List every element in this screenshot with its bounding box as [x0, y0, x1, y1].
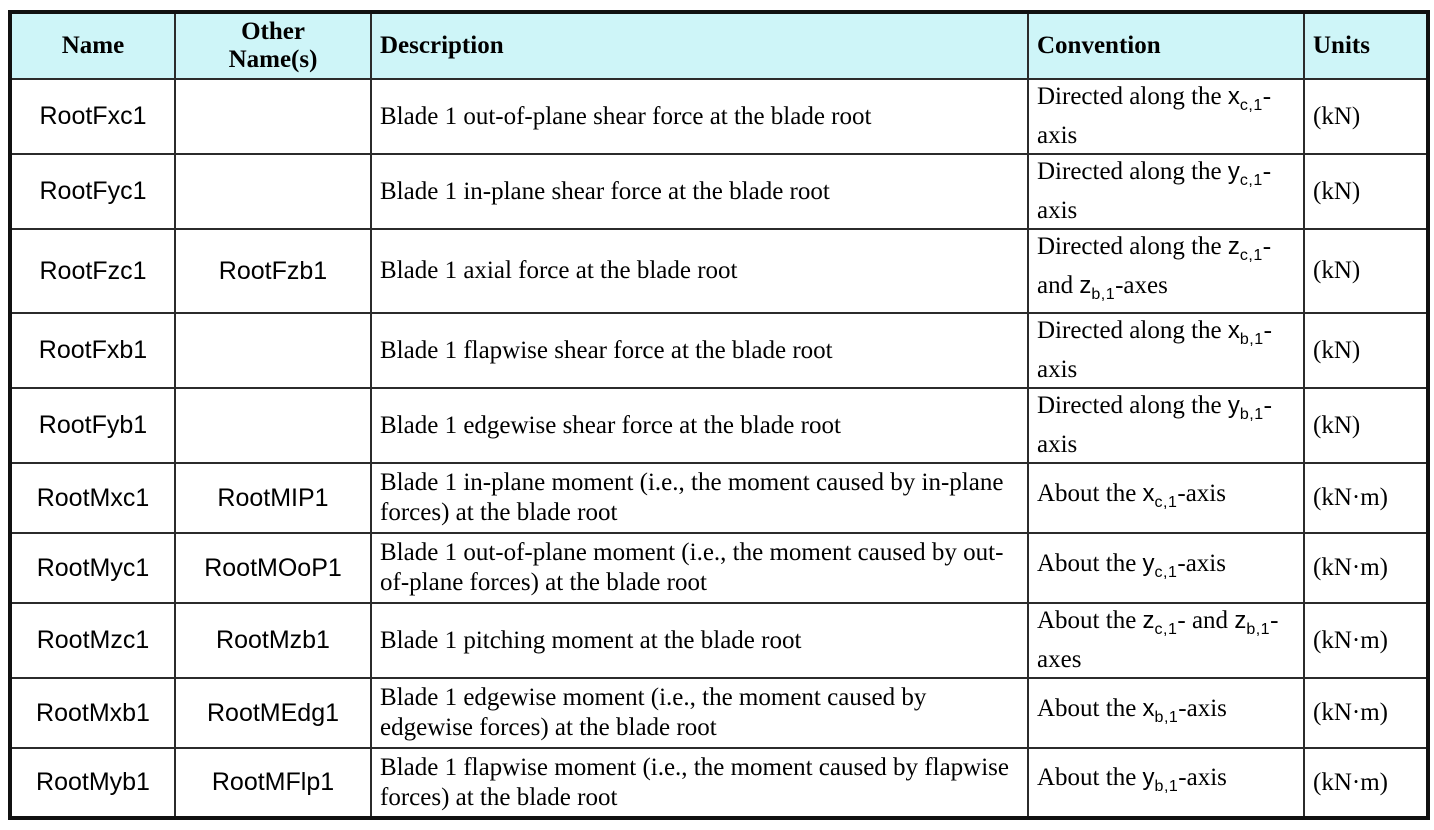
description-cell: Blade 1 axial force at the blade root [370, 228, 1029, 314]
units-cell: (kN) [1303, 312, 1429, 389]
description-cell: Blade 1 pitching moment at the blade roo… [370, 602, 1029, 679]
axis-subscript: c,1 [1239, 97, 1263, 114]
axis-symbol: xb,1 [1227, 317, 1264, 348]
axis-symbol: yc,1 [1227, 158, 1263, 189]
axis-subscript: b,1 [1091, 286, 1116, 303]
units-cell: (kN) [1303, 387, 1429, 464]
axis-subscript: b,1 [1239, 406, 1264, 423]
description-cell: Blade 1 out-of-plane moment (i.e., the m… [370, 532, 1029, 604]
units-cell: (kN·m) [1303, 602, 1429, 679]
header-row: Name Other Name(s) Description Conventio… [9, 11, 1429, 80]
axis-symbol: xc,1 [1142, 479, 1178, 511]
description-cell: Blade 1 out-of-plane shear force at the … [370, 78, 1029, 155]
units-cell: (kN·m) [1303, 747, 1429, 819]
other-names-cell: RootMEdg1 [174, 677, 372, 749]
units-cell: (kN) [1303, 78, 1429, 155]
axis-symbol: zc,1 [1142, 607, 1178, 638]
name-cell: RootMxb1 [9, 677, 176, 749]
axis-symbol: zc,1 [1227, 233, 1263, 264]
name-cell: RootMxc1 [9, 462, 176, 534]
other-names-cell [174, 153, 372, 230]
units-cell: (kN) [1303, 228, 1429, 314]
table-body: RootFxc1 Blade 1 out-of-plane shear force… [9, 78, 1429, 819]
axis-subscript: c,1 [1154, 621, 1178, 638]
table-row: RootFxc1 Blade 1 out-of-plane shear force… [9, 78, 1429, 155]
axis-symbol: yc,1 [1142, 549, 1178, 581]
axis-subscript: c,1 [1239, 247, 1263, 264]
other-names-cell [174, 387, 372, 464]
axis-subscript: b,1 [1239, 331, 1264, 348]
table-row: RootFyc1 Blade 1 in-plane shear force at … [9, 153, 1429, 230]
table-row: RootFxb1 Blade 1 flapwise shear force at … [9, 312, 1429, 389]
axis-symbol: zb,1 [1234, 607, 1271, 638]
description-cell: Blade 1 flapwise shear force at the blad… [370, 312, 1029, 389]
other-names-cell [174, 78, 372, 155]
units-cell: (kN) [1303, 153, 1429, 230]
axis-symbol: yb,1 [1227, 392, 1264, 423]
convention-cell: About the zc,1- and zb,1-axes [1027, 602, 1305, 679]
other-names-cell: RootMIP1 [174, 462, 372, 534]
name-cell: RootFyb1 [9, 387, 176, 464]
convention-cell: About the xc,1-axis [1027, 462, 1305, 534]
convention-cell: About the yc,1-axis [1027, 532, 1305, 604]
convention-cell: About the xb,1-axis [1027, 677, 1305, 749]
description-cell: Blade 1 edgewise moment (i.e., the momen… [370, 677, 1029, 749]
axis-symbol: xc,1 [1227, 83, 1263, 114]
axis-subscript: b,1 [1154, 778, 1179, 795]
convention-cell: Directed along the yb,1-axis [1027, 387, 1305, 464]
blade-root-loads-table: Name Other Name(s) Description Conventio… [8, 10, 1430, 820]
axis-symbol: xb,1 [1142, 694, 1179, 726]
header-units: Units [1303, 11, 1429, 80]
axis-subscript: b,1 [1246, 621, 1271, 638]
header-units-label: Units [1313, 32, 1370, 59]
name-cell: RootMzc1 [9, 602, 176, 679]
header-description: Description [370, 11, 1029, 80]
convention-cell: Directed along the xc,1-axis [1027, 78, 1305, 155]
axis-subscript: b,1 [1154, 708, 1179, 726]
header-convention: Convention [1027, 11, 1305, 80]
name-cell: RootFzc1 [9, 228, 176, 314]
other-names-cell: RootMzb1 [174, 602, 372, 679]
header-name-label: Name [61, 32, 125, 59]
convention-cell: Directed along the yc,1-axis [1027, 153, 1305, 230]
name-cell: RootFyc1 [9, 153, 176, 230]
header-description-label: Description [380, 32, 504, 59]
convention-cell: Directed along the zc,1- and zb,1-axes [1027, 228, 1305, 314]
description-cell: Blade 1 in-plane shear force at the blad… [370, 153, 1029, 230]
name-cell: RootMyc1 [9, 532, 176, 604]
convention-cell: About the yb,1-axis [1027, 747, 1305, 819]
name-cell: RootFxc1 [9, 78, 176, 155]
table-header: Name Other Name(s) Description Conventio… [9, 11, 1429, 80]
header-convention-label: Convention [1037, 32, 1161, 59]
description-cell: Blade 1 in-plane moment (i.e., the momen… [370, 462, 1029, 534]
name-cell: RootMyb1 [9, 747, 176, 819]
other-names-cell [174, 312, 372, 389]
other-names-cell: RootMFlp1 [174, 747, 372, 819]
axis-symbol: yb,1 [1142, 764, 1179, 795]
convention-cell: Directed along the xb,1-axis [1027, 312, 1305, 389]
units-cell: (kN·m) [1303, 462, 1429, 534]
name-cell: RootFxb1 [9, 312, 176, 389]
description-cell: Blade 1 flapwise moment (i.e., the momen… [370, 747, 1029, 819]
header-other-names: Other Name(s) [174, 11, 372, 80]
axis-subscript: c,1 [1154, 563, 1178, 581]
axis-subscript: c,1 [1239, 172, 1263, 189]
other-names-cell: RootFzb1 [174, 228, 372, 314]
header-name: Name [9, 11, 176, 80]
axis-subscript: c,1 [1154, 493, 1178, 511]
header-other-names-label: Other Name(s) [228, 18, 318, 73]
units-cell: (kN·m) [1303, 532, 1429, 604]
other-names-cell: RootMOoP1 [174, 532, 372, 604]
table-row: RootFyb1 Blade 1 edgewise shear force at … [9, 387, 1429, 464]
description-cell: Blade 1 edgewise shear force at the blad… [370, 387, 1029, 464]
axis-symbol: zb,1 [1079, 272, 1116, 303]
units-cell: (kN·m) [1303, 677, 1429, 749]
